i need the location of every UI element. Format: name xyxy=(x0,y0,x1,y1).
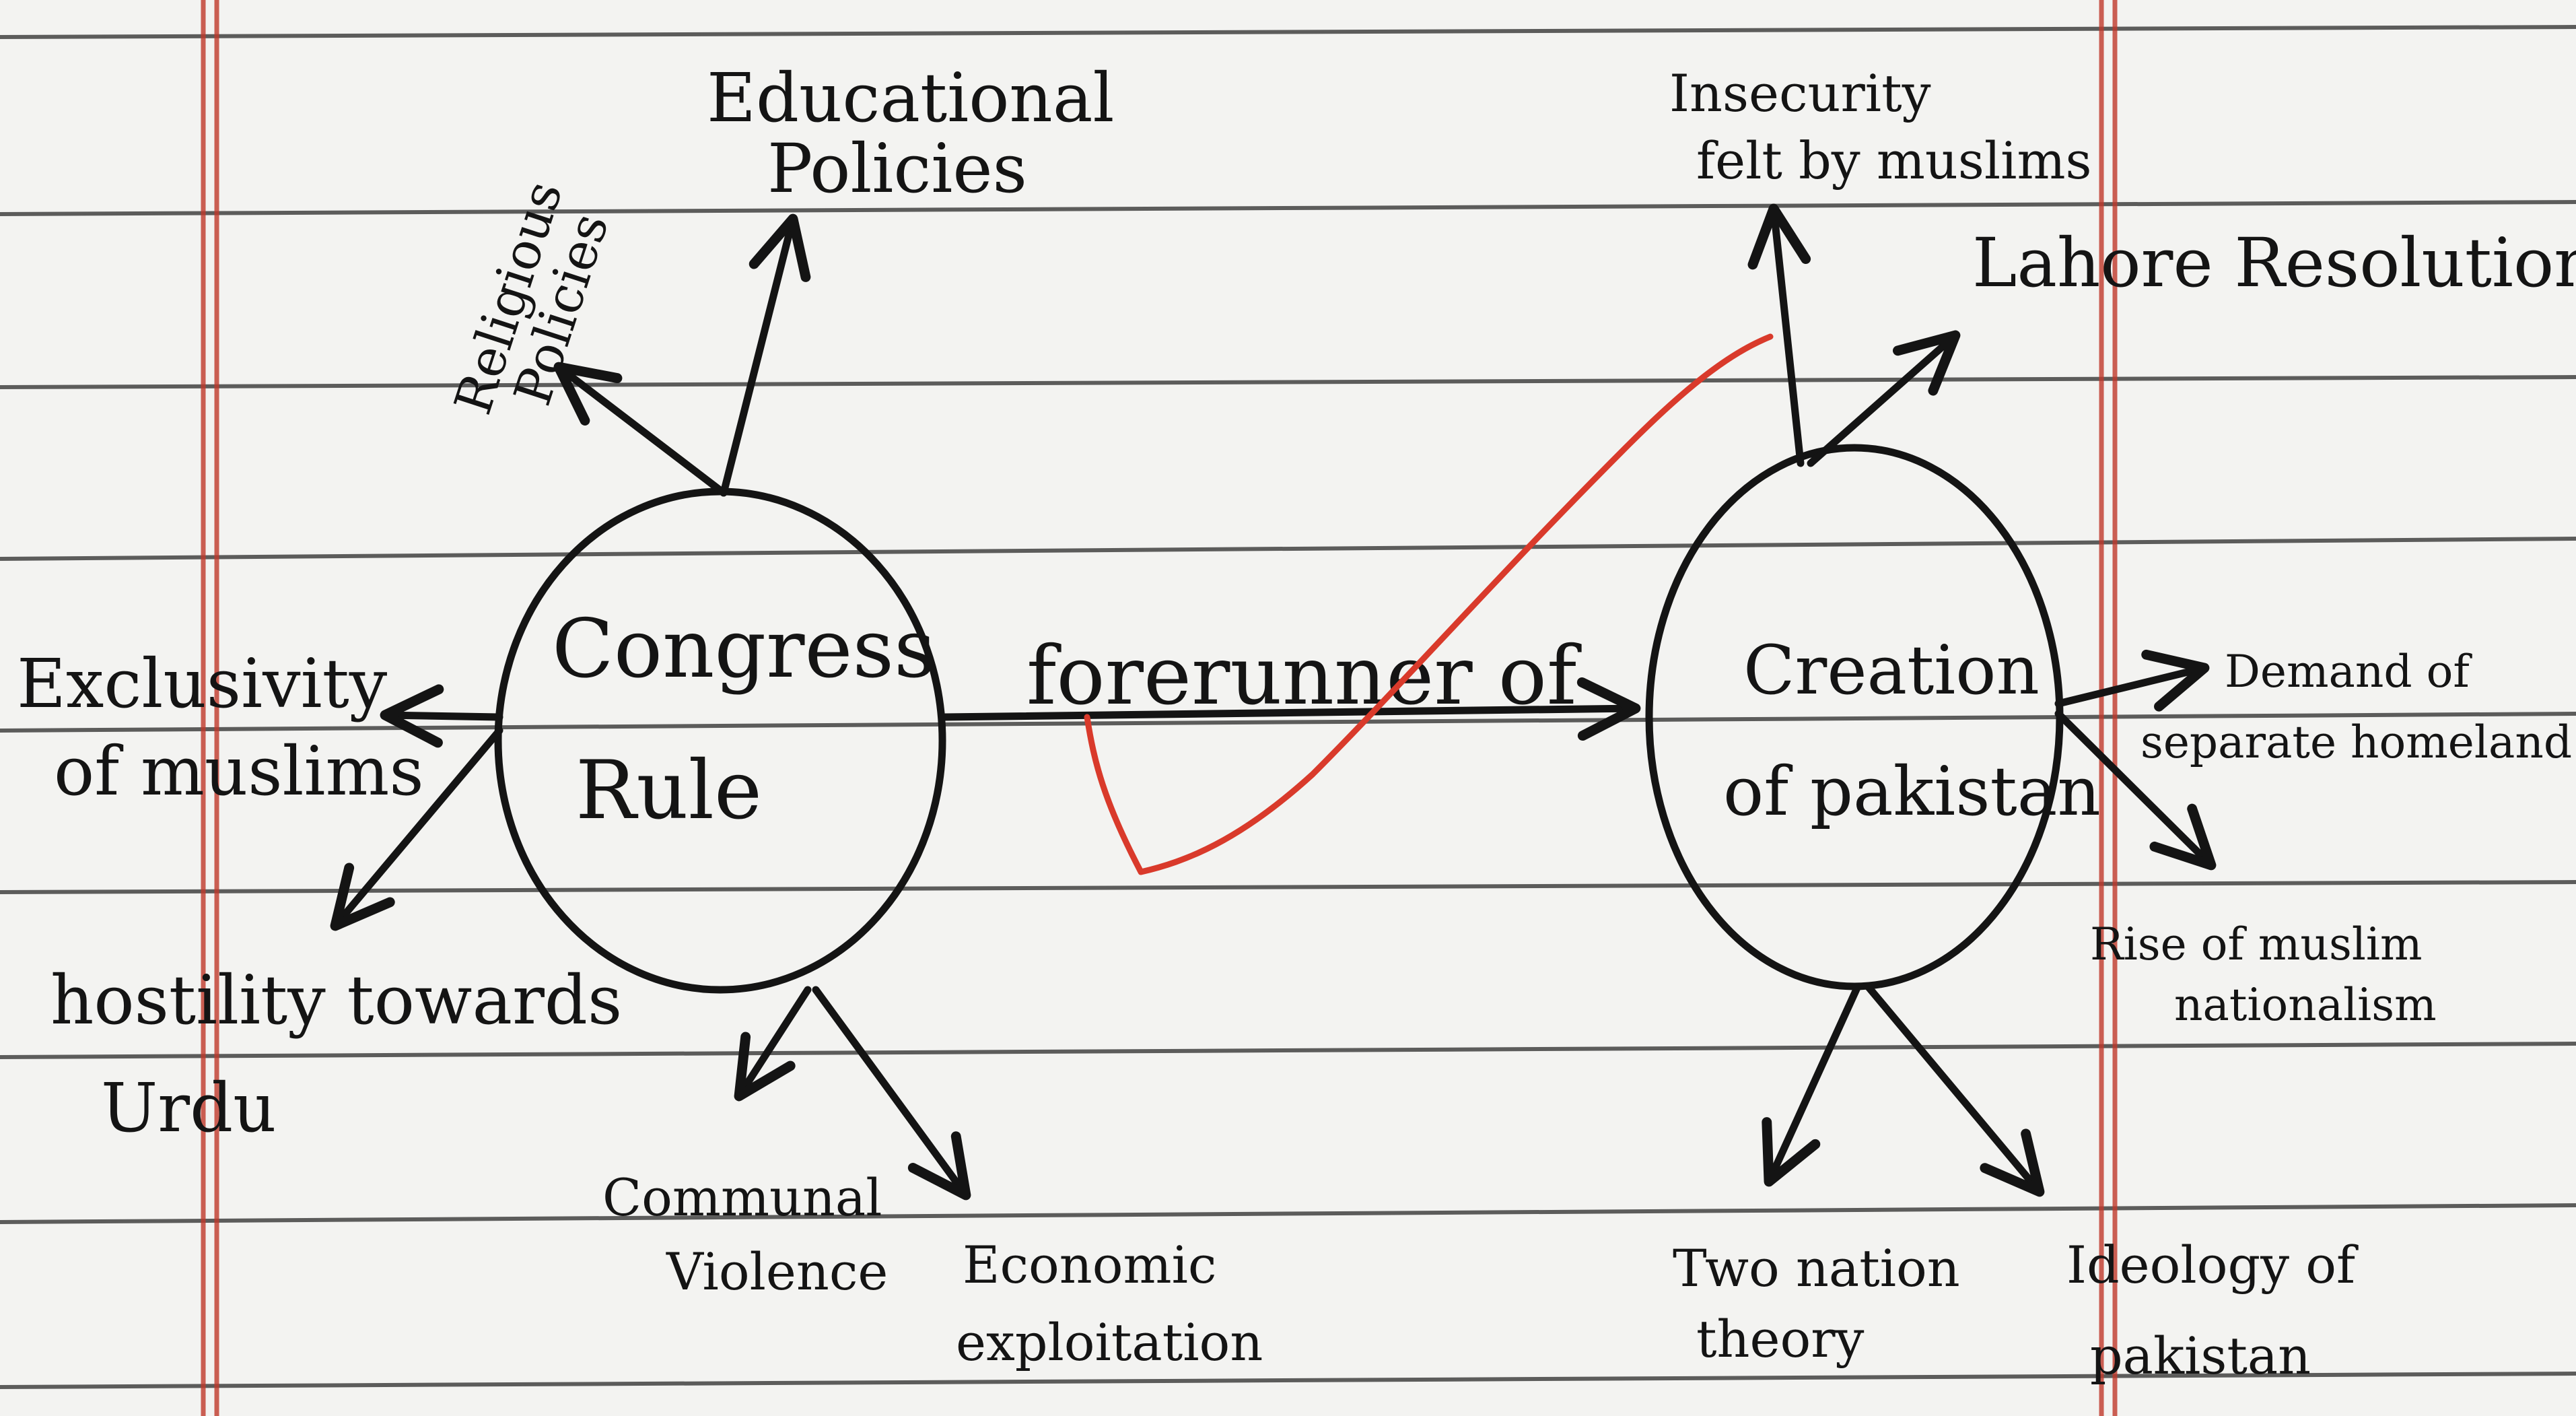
branch-lahore-resolution: Lahore Resolution xyxy=(1807,224,2576,467)
branch-label: theory xyxy=(1696,1309,1865,1369)
rule-line xyxy=(0,1203,2576,1224)
branch-label: hostility towards xyxy=(50,961,622,1040)
branch-arrow xyxy=(553,362,728,497)
rule-line xyxy=(0,200,2576,216)
branch-arrow xyxy=(1747,203,1811,467)
branch-arrow xyxy=(2054,649,2210,712)
branch-arrow xyxy=(330,727,503,931)
rule-line xyxy=(0,1372,2576,1389)
branch-label: of muslims xyxy=(54,732,424,811)
rule-line xyxy=(0,880,2576,894)
branch-two-nation-theory: Two nation theory xyxy=(1673,982,1960,1369)
rule-line xyxy=(0,25,2576,39)
branch-religious-policies: Religious Policies xyxy=(442,174,728,497)
branch-label: Two nation xyxy=(1673,1238,1960,1298)
margin-lines xyxy=(201,0,2118,1416)
branch-arrow xyxy=(2054,710,2217,871)
node-circle xyxy=(1645,444,2064,990)
node-label: of pakistan xyxy=(1723,752,2101,831)
branch-label: Violence xyxy=(666,1242,888,1302)
branch-communal-violence: Communal Violence xyxy=(602,986,888,1302)
branch-ideology-of-pakistan: Ideology of pakistan xyxy=(1864,982,2359,1386)
branch-insecurity: Insecurity felt by muslims xyxy=(1669,63,2092,467)
branch-label: Lahore Resolution xyxy=(1972,224,2576,302)
check-mark-stroke xyxy=(1084,333,1774,875)
node-creation-of-pakistan: Creation of pakistan xyxy=(1645,444,2101,990)
branch-label: separate homeland xyxy=(2140,716,2572,768)
branch-arrow xyxy=(812,986,971,1201)
branch-arrow xyxy=(734,986,812,1102)
branch-label: Ideology of xyxy=(2066,1235,2359,1295)
branch-demand-homeland: Demand of separate homeland xyxy=(2054,646,2572,768)
branch-label: Urdu xyxy=(101,1069,277,1147)
branch-label: Insecurity xyxy=(1669,63,1931,123)
rule-line xyxy=(0,1042,2576,1059)
node-label: Creation xyxy=(1743,631,2040,710)
branch-label: pakistan xyxy=(2090,1326,2311,1386)
branch-label: Demand of xyxy=(2225,646,2472,698)
check-mark-icon xyxy=(1084,333,1774,875)
branch-label: Educational xyxy=(707,59,1114,137)
branch-hostility-towards-urdu: hostility towards Urdu xyxy=(50,727,622,1147)
branch-arrow xyxy=(720,213,811,497)
branch-label: Exclusivity xyxy=(17,644,388,723)
branch-arrow xyxy=(1762,982,1862,1187)
branch-label: exploitation xyxy=(956,1312,1263,1372)
branch-rise-muslim-nationalism: Rise of muslim nationalism xyxy=(2054,710,2437,1031)
node-label: Congress xyxy=(552,603,936,696)
branch-label: nationalism xyxy=(2174,979,2437,1031)
connector-forerunner: forerunner of xyxy=(940,630,1641,741)
branch-arrow xyxy=(1864,982,2045,1197)
branch-exclusivity: Exclusivity of muslims xyxy=(17,644,503,811)
connector-label: forerunner of xyxy=(1026,630,1582,723)
branch-educational-policies: Educational Policies xyxy=(707,59,1114,497)
node-congress-rule: Congress Rule xyxy=(494,487,946,994)
connector-arrow xyxy=(940,677,1641,741)
branch-arrow xyxy=(1807,330,1961,467)
branch-label: Policies xyxy=(767,129,1027,208)
branch-label: Communal xyxy=(602,1168,882,1227)
node-label: Rule xyxy=(576,744,762,838)
rule-line xyxy=(0,375,2576,389)
branch-economic-exploitation: Economic exploitation xyxy=(812,986,1263,1372)
branch-arrow xyxy=(380,684,503,748)
branch-label: Economic xyxy=(963,1235,1216,1295)
rule-line xyxy=(0,537,2576,561)
branch-label: Rise of muslim xyxy=(2090,918,2423,970)
branch-label: felt by muslims xyxy=(1696,131,2092,191)
node-circle xyxy=(494,487,946,994)
